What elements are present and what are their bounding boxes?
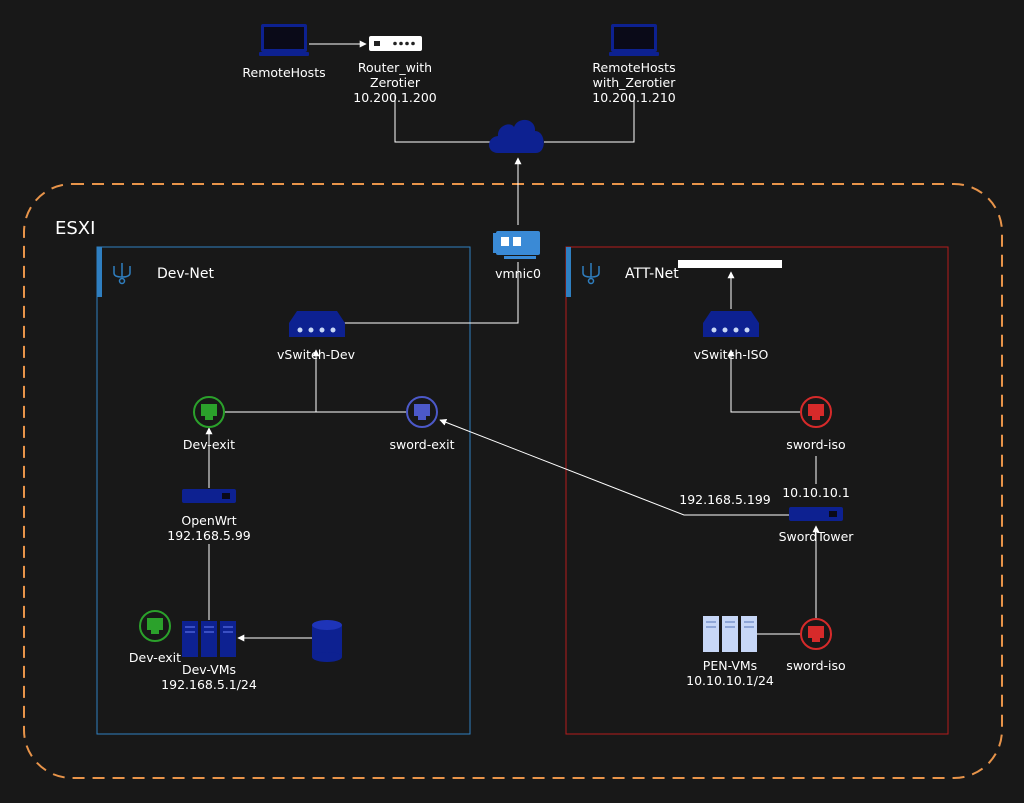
connections: [205, 40, 820, 642]
vswitch-dev-label: vSwitch-Dev: [277, 347, 355, 362]
dev-vms-label: Dev-VMs 192.168.5.1/24: [161, 662, 257, 692]
sword-iso-top-label: sword-iso: [786, 437, 846, 452]
vmnic-label: vmnic0: [495, 266, 541, 281]
att-net-group: [565, 246, 949, 735]
sword-exit-port-icon: [406, 396, 438, 428]
openwrt-router-icon: [182, 489, 236, 503]
link-vswitch-dev-vmnic: [344, 262, 519, 324]
swordtower-router-icon: [789, 507, 843, 521]
vswitch-iso-icon: [703, 311, 759, 337]
link-swordiso-vswitch-iso: [727, 349, 800, 413]
att-net-hub-icon: [582, 263, 600, 285]
pen-vms-server-icon: [703, 616, 757, 652]
esxi-boundary: [23, 183, 1003, 779]
dev-net-accent-bar: [97, 247, 102, 297]
openwrt-label: OpenWrt 192.168.5.99: [167, 513, 251, 543]
att-net-title: ATT-Net: [625, 266, 679, 282]
database-icon: [312, 620, 342, 662]
swordtower-ip-top: 10.10.10.1: [782, 485, 850, 500]
laptop-icon: [259, 24, 309, 56]
router-icon: [369, 36, 422, 51]
sword-iso-bottom-port-icon: [800, 618, 832, 650]
sword-iso-top-port-icon: [800, 396, 832, 428]
dev-vms-server-icon: [182, 621, 236, 657]
swordtower-label: SwordTower: [778, 529, 854, 544]
cloud-icon: [489, 119, 544, 153]
router-label: Router_with Zerotier 10.200.1.200: [353, 60, 437, 105]
dev-net-title: Dev-Net: [157, 266, 214, 282]
laptop-zerotier-icon: [609, 24, 659, 56]
dev-exit-label: Dev-exit: [182, 437, 236, 452]
link-remotehosts-zt-cloud: [544, 95, 635, 143]
nic-card-icon: [493, 231, 540, 259]
swordtower-ip-left: 192.168.5.199: [679, 492, 771, 507]
att-uplink-bar: [678, 260, 782, 268]
dev-exit-2-port-icon: [139, 610, 171, 642]
att-net-accent-bar: [566, 247, 571, 297]
remote-hosts-zerotier-label: RemoteHosts with_Zerotier 10.200.1.210: [592, 60, 676, 105]
sword-exit-label: sword-exit: [389, 437, 455, 452]
link-swordtower-swordexit: [439, 419, 789, 516]
vswitch-iso-label: vSwitch-ISO: [693, 347, 769, 362]
vswitch-dev-icon: [289, 311, 345, 337]
dev-exit-port-icon: [193, 396, 225, 428]
pen-vms-label: PEN-VMs 10.10.10.1/24: [686, 658, 774, 688]
dev-net-group: [96, 246, 471, 735]
link-router-cloud: [394, 95, 491, 143]
remote-hosts-label: RemoteHosts: [242, 65, 326, 80]
sword-iso-bottom-label: sword-iso: [786, 658, 846, 673]
dev-net-hub-icon: [113, 263, 131, 285]
dev-exit-2-label: Dev-exit: [128, 650, 182, 665]
esxi-title: ESXI: [55, 218, 96, 239]
